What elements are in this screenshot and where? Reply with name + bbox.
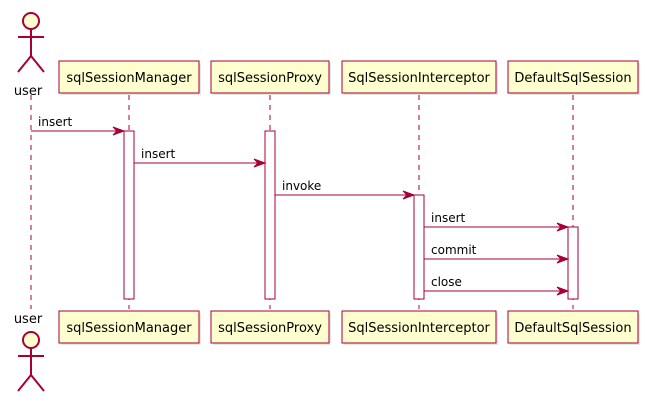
participant-box [507, 60, 639, 94]
message-label: insert [38, 115, 73, 129]
participant-mgr-top: sqlSessionManager [58, 60, 201, 95]
participant-mgr-bottom: sqlSessionManager [58, 310, 201, 345]
participant-session-bottom: DefaultSqlSession [507, 310, 640, 345]
activation-proxy [264, 130, 276, 300]
activation-session [567, 226, 579, 300]
activation-mgr [123, 130, 135, 300]
participant-interceptor-bottom: SqlSessionInterceptor [341, 310, 498, 345]
participant-box [507, 310, 639, 344]
participant-box [210, 310, 330, 344]
message-arrowhead [556, 222, 570, 232]
activation-bars [123, 130, 579, 300]
participant-label: DefaultSqlSession [514, 71, 631, 86]
message-label: invoke [282, 179, 321, 193]
actor-user-top: user [14, 12, 45, 99]
actor-label: user [14, 312, 43, 327]
participant-interceptor-top: SqlSessionInterceptor [341, 60, 498, 95]
participant-box [210, 60, 330, 94]
messages: insert insert invoke insert commit close [31, 115, 570, 296]
actor-user-bottom: user [14, 312, 45, 392]
message-4: commit [424, 243, 570, 264]
participant-box [341, 60, 497, 94]
message-arrowhead [402, 190, 416, 200]
actor-label: user [14, 84, 43, 99]
message-label: close [431, 275, 462, 289]
message-2: invoke [275, 179, 416, 200]
participant-proxy-bottom: sqlSessionProxy [210, 310, 331, 345]
message-1: insert [134, 147, 267, 168]
message-0: insert [31, 115, 126, 136]
message-3: insert [424, 211, 570, 232]
participant-label: sqlSessionManager [66, 321, 192, 336]
participant-label: SqlSessionInterceptor [348, 321, 490, 336]
participant-label: SqlSessionInterceptor [348, 71, 490, 86]
activation-interceptor [413, 194, 425, 300]
actor-icon [17, 12, 45, 73]
participant-box [341, 310, 497, 344]
participant-headers: user user sqlSessionManager sqlSessionManag… [14, 12, 640, 392]
message-arrowhead [112, 126, 126, 136]
participant-label: DefaultSqlSession [514, 321, 631, 336]
participant-label: sqlSessionProxy [218, 321, 322, 336]
message-label: insert [431, 211, 466, 225]
lifelines [30, 95, 574, 309]
participant-box [58, 310, 200, 344]
message-arrowhead [253, 158, 267, 168]
message-5: close [424, 275, 570, 296]
participant-label: sqlSessionProxy [218, 71, 322, 86]
message-label: commit [431, 243, 477, 257]
participant-session-top: DefaultSqlSession [507, 60, 640, 95]
participant-label: sqlSessionManager [66, 71, 192, 86]
participant-box [58, 60, 200, 94]
message-label: insert [141, 147, 176, 161]
message-arrowhead [556, 254, 570, 264]
actor-icon [17, 331, 45, 392]
message-arrowhead [556, 286, 570, 296]
participant-proxy-top: sqlSessionProxy [210, 60, 331, 95]
